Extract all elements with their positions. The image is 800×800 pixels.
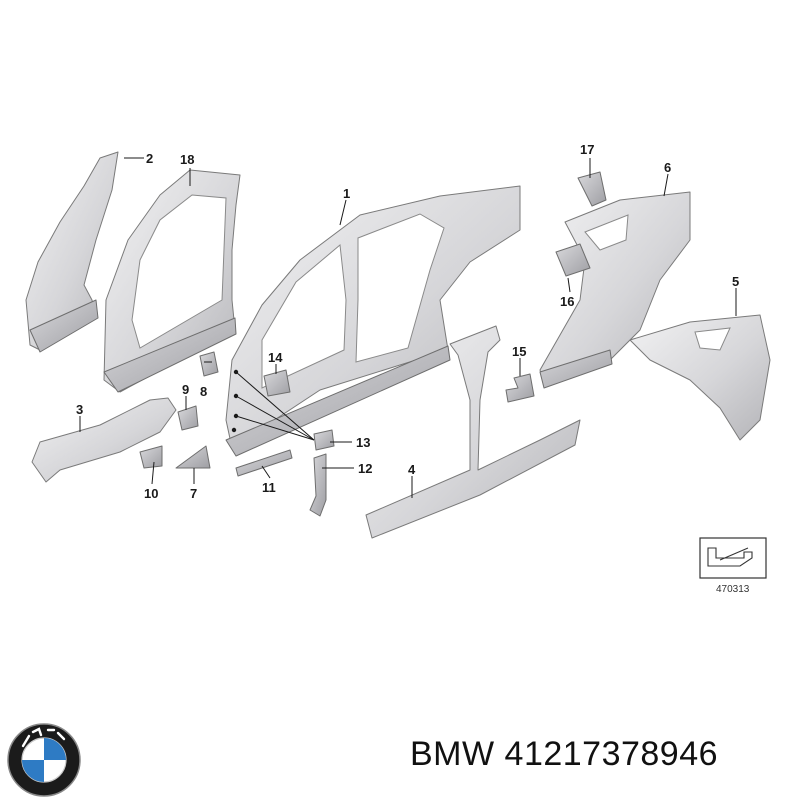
- brand-part-number: BMW 41217378946: [410, 735, 719, 773]
- part-8-bracket: [199, 351, 219, 377]
- callout-9: 9: [182, 382, 189, 397]
- callout-18: 18: [180, 152, 194, 167]
- callout-labels: 1 2 3 4 5 6 7 8 9 10 11 12 13 14 15 16 1…: [76, 142, 739, 501]
- part-9-bracket: [177, 405, 199, 431]
- callout-12: 12: [358, 461, 372, 476]
- arrow-icon: [707, 547, 753, 567]
- part-11-strip: [235, 449, 293, 477]
- callout-11: 11: [262, 480, 276, 495]
- part-7-bracket: [175, 445, 211, 469]
- part-5-rear-quarter-outer: [629, 314, 771, 441]
- part-17-bracket: [577, 171, 607, 207]
- part-10-bracket: [139, 445, 163, 469]
- part-6-rear-quarter-inner: [539, 191, 691, 389]
- callout-4: 4: [408, 462, 416, 477]
- part-2-a-pillar: [25, 151, 119, 353]
- callout-16: 16: [560, 294, 574, 309]
- callout-2: 2: [146, 151, 153, 166]
- part-1-main-side-panel: [225, 185, 521, 457]
- part-18-side-frame-front: [103, 169, 241, 393]
- callout-15: 15: [512, 344, 526, 359]
- callout-17: 17: [580, 142, 594, 157]
- part-13-bracket: [313, 429, 335, 451]
- reference-box: 470313: [699, 537, 767, 595]
- part-14-bracket: [263, 369, 291, 397]
- part-16-plate: [555, 243, 591, 277]
- callout-13: 13: [356, 435, 370, 450]
- callout-1: 1: [343, 186, 350, 201]
- part-12-bracket: [309, 453, 327, 517]
- callout-14: 14: [268, 350, 283, 365]
- callout-6: 6: [664, 160, 671, 175]
- callout-7: 7: [190, 486, 197, 501]
- part-15-bracket: [505, 373, 535, 403]
- callout-8: 8: [200, 384, 207, 399]
- bmw-logo: [7, 723, 81, 797]
- part-3-front-rail: [31, 397, 177, 483]
- callout-5: 5: [732, 274, 739, 289]
- part-4-sill-b-pillar: [365, 325, 581, 539]
- leader-lines: [79, 157, 737, 498]
- callout-10: 10: [144, 486, 158, 501]
- callout-3: 3: [76, 402, 83, 417]
- reference-code: 470313: [716, 584, 750, 595]
